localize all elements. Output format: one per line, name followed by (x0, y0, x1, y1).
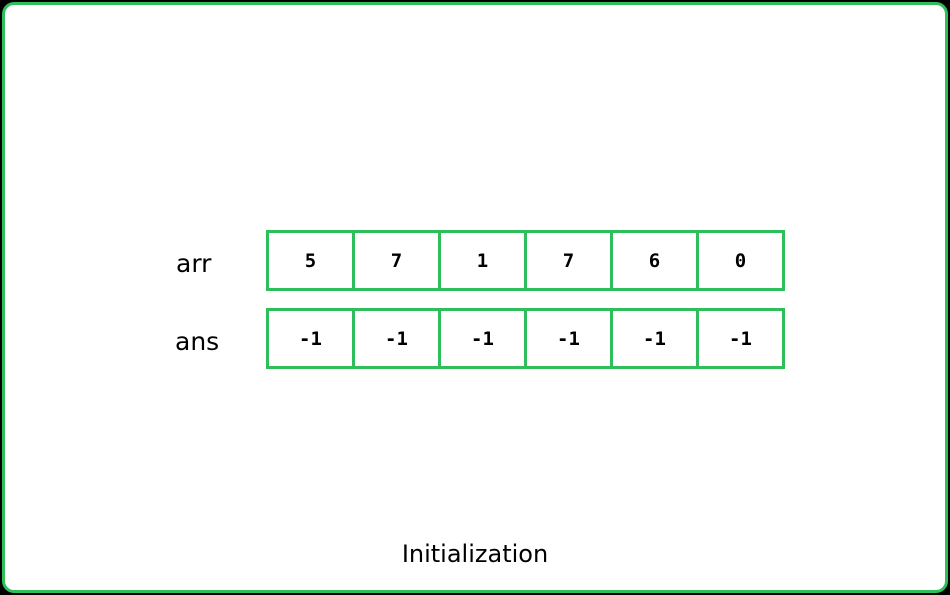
ans-cell: -1 (355, 311, 441, 366)
ans-cell: -1 (441, 311, 527, 366)
arr-array: 5 7 1 7 6 0 (266, 230, 785, 291)
ans-cell: -1 (269, 311, 355, 366)
ans-label: ans (175, 327, 220, 356)
arr-cell: 0 (699, 233, 785, 288)
arr-cell: 6 (613, 233, 699, 288)
ans-cell: -1 (527, 311, 613, 366)
arr-label: arr (176, 249, 212, 278)
arr-cell: 7 (355, 233, 441, 288)
caption: Initialization (401, 540, 549, 568)
arr-cell: 1 (441, 233, 527, 288)
ans-cell: -1 (613, 311, 699, 366)
arr-cell: 5 (269, 233, 355, 288)
arr-cell: 7 (527, 233, 613, 288)
ans-array: -1 -1 -1 -1 -1 -1 (266, 308, 785, 369)
ans-cell: -1 (699, 311, 785, 366)
